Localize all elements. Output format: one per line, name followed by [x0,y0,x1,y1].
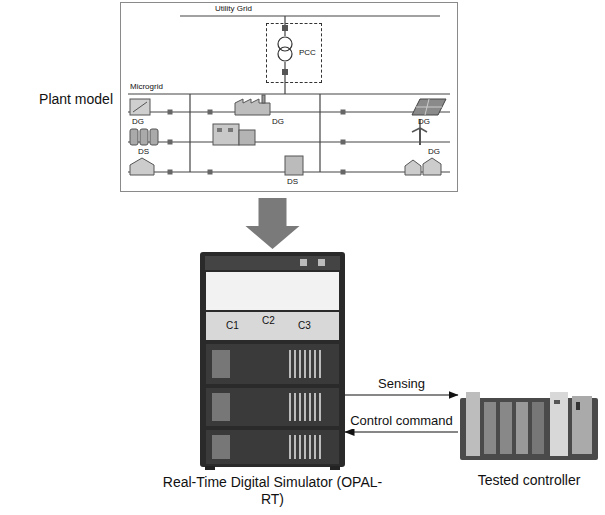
building-window [228,128,233,132]
rack-button [318,259,325,266]
solar-grid [416,107,442,108]
microgrid-bus [128,93,450,94]
edge-label: Control command [348,413,455,429]
device-tag: DG [272,117,284,127]
pcc-box: PCC [266,23,322,83]
controller-light [576,402,580,410]
edge-label: Sensing [376,376,427,392]
simulator-rack [200,252,345,470]
rack-module [212,435,230,459]
block-arrow [246,198,300,249]
wind-blade [420,128,427,132]
inverter-icon [130,99,150,115]
device-tag: DS [287,177,298,187]
vertical-bus [189,94,190,172]
utility-grid-line [180,15,440,16]
pcc-label: PCC [299,48,316,58]
solar-panel-icon [412,99,446,115]
rack-label-panel [206,312,339,340]
wind-tower [419,128,421,145]
controller-module [516,402,528,454]
controller-caption: Tested controller [458,472,600,489]
battery-icon [130,129,138,145]
controller-light [554,400,560,404]
controller-module [466,392,480,456]
device-tag: DG [428,147,440,157]
breaker [282,69,288,75]
transformer-coil [278,47,292,61]
breakers [168,110,346,175]
rack-module [212,393,230,421]
building-window [217,128,222,132]
signal-arrow [345,394,458,395]
storage-cabinet-icon [285,156,303,175]
rack-chassis [206,388,339,426]
grid-label: Utility Grid [215,4,252,14]
rack-body [200,252,345,467]
rack-chassis [206,430,339,464]
rack-channel-label: C3 [298,320,311,332]
grid-icons [130,95,446,175]
device-tag: DG [418,117,430,127]
house-icon [405,160,421,175]
rack-channel-label: C1 [226,320,239,332]
rack-module [212,350,230,378]
breaker [168,140,173,145]
breaker [341,110,346,115]
house-icon [130,158,154,175]
rack-button [300,259,307,266]
rack-slot [290,435,320,459]
controller-module [484,402,496,454]
breaker [168,110,173,115]
rack-top-bar [205,256,340,270]
controller-picture [460,392,598,460]
controller-module [500,402,512,454]
building-icon [213,124,239,145]
tested-controller: Tested controller [458,383,600,467]
breaker [341,140,346,145]
rack-chassis [206,344,339,384]
house-icon [423,158,441,175]
feeder-line [128,111,450,112]
solar-grid [425,99,429,115]
breaker [282,25,288,31]
device-tag: DG [132,117,144,127]
feeder-line [128,141,450,142]
battery-icon [140,129,148,145]
vertical-bus [319,94,320,172]
simulator-rack: Real-Time Digital Simulator (OPAL-RT) [200,252,345,470]
controller-module [572,396,592,454]
breaker [341,170,346,175]
rack-panel [206,272,339,310]
rack-foot [330,466,340,470]
rack-slot [290,350,320,378]
wind-blade [412,128,420,132]
rack-slot [290,393,320,421]
plant-heading: Plant model [39,91,113,108]
signal-arrow [345,431,458,432]
breaker [208,110,213,115]
transformer-ground [279,36,291,62]
simulator-caption: Real-Time Digital Simulator (OPAL-RT) [160,474,385,508]
battery-icon [150,129,158,145]
plant-model-frame: Plant modelPCC [120,2,458,192]
transformer-symbol [278,25,292,75]
controller-module [532,402,544,454]
inverter-mark [133,102,147,112]
grid-label: Microgrid [130,82,163,92]
rack-channel-label: C2 [262,315,275,327]
factory-chimney [262,95,265,103]
grid-wires [128,16,450,172]
controller-module [550,392,568,456]
breaker [208,170,213,175]
breaker [168,170,173,175]
rack-foot [205,466,215,470]
rack-slots [290,350,320,459]
device-tag: DS [138,147,149,157]
building-icon [239,130,255,145]
